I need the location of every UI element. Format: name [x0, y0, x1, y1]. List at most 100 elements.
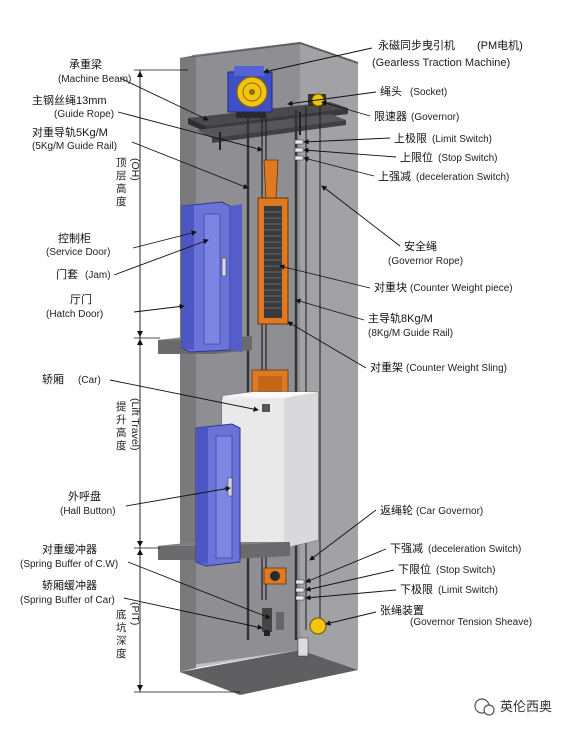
label-machine-beam-cn: 承重梁 — [69, 57, 102, 71]
label-traction-en: (Gearless Traction Machine) — [372, 57, 510, 69]
label-car-en: (Car) — [78, 375, 101, 386]
watermark-text: 英伦西奥 — [500, 699, 552, 714]
label-lower-stop-en: (Stop Switch) — [436, 565, 495, 576]
label-lower-limit-en: (Limit Switch) — [438, 585, 498, 596]
leader-upper-stop — [303, 147, 397, 158]
label-lower-decel-cn: 下强减 — [390, 542, 423, 555]
label-main-rail-en: (8Kg/M Guide Rail) — [368, 328, 453, 339]
label-main-rail-cn: 主导轨8Kg/M — [368, 311, 433, 325]
leader-traction — [263, 47, 373, 74]
label-tension-sheave-en: (Governor Tension Sheave) — [410, 617, 532, 628]
label-upper-decel-en: (deceleration Switch) — [416, 172, 509, 183]
label-guide-rope-cn: 主钢丝绳13mm — [32, 93, 107, 107]
shaft-left-frame — [180, 55, 196, 672]
leader-buffer-car — [123, 597, 263, 630]
label-buffer-car-cn: 轿厢缓冲器 — [42, 578, 97, 592]
label-socket-en: (Socket) — [410, 87, 447, 98]
leader-car-governor — [309, 509, 377, 561]
leader-lower-decel — [305, 548, 387, 583]
counterweight — [257, 159, 289, 325]
leader-cw-piece — [279, 264, 371, 289]
governor-tension-sheave — [297, 617, 327, 657]
label-upper-stop-en: (Stop Switch) — [438, 153, 497, 164]
traction-machine — [227, 66, 273, 118]
dimension-pit: 底坑深度 (PIT) — [116, 602, 141, 660]
dimension-oh: 顶层高度 (OH) — [116, 157, 141, 208]
label-buffer-car-en: (Spring Buffer of Car) — [20, 595, 115, 606]
watermark: 英伦西奥 — [474, 698, 552, 716]
leader-lower-stop — [305, 569, 395, 592]
label-socket-cn: 绳头 — [380, 84, 402, 98]
label-service-door-cn: 控制柜 — [58, 231, 91, 245]
label-upper-limit-cn: 上极限 — [394, 131, 427, 145]
label-upper-limit-en: (Limit Switch) — [432, 134, 492, 145]
car-bottom — [263, 567, 287, 585]
label-car-governor-en: (Car Governor) — [416, 506, 483, 517]
pit-floor — [180, 650, 358, 695]
shaft — [180, 42, 358, 695]
label-cw-rail-cn: 对重导轨5Kg/M — [32, 125, 108, 139]
leader-main-rail — [295, 298, 365, 321]
leader-upper-limit — [303, 137, 391, 145]
label-gov-rope-en: (Governor Rope) — [388, 256, 463, 267]
dim-lift-cn: 提升高度 — [116, 401, 128, 452]
label-lower-limit-cn: 下极限 — [400, 582, 433, 596]
label-jam-cn: 门套 — [56, 267, 78, 281]
label-hatch-door-en: (Hatch Door) — [46, 309, 103, 320]
label-hatch-door-cn: 厅门 — [70, 292, 92, 306]
label-hall-button-cn: 外呼盘 — [68, 489, 101, 503]
label-cw-piece-cn: 对重块 — [374, 280, 407, 294]
dim-pit-en: (PIT) — [129, 602, 141, 625]
shaft-right-wall — [300, 42, 358, 670]
leader-hall-button — [125, 486, 231, 507]
label-governor-en: (Governor) — [411, 112, 459, 123]
label-governor-cn: 限速器 — [374, 110, 407, 123]
label-cw-sling-cn: 对重架 — [370, 360, 403, 374]
label-upper-stop-cn: 上限位 — [400, 150, 433, 164]
leader-car — [109, 379, 259, 412]
label-cw-rail-en: (5Kg/M Guide Rail) — [32, 141, 117, 152]
label-gov-rope-cn: 安全绳 — [404, 239, 437, 253]
upper-hatch-door — [181, 201, 242, 353]
label-traction-cn: 永磁同步曳引机 — [378, 38, 455, 52]
label-car-governor-cn: 返绳轮 — [380, 503, 413, 517]
pit-buffers — [262, 608, 284, 636]
label-guide-rope-en: (Guide Rope) — [54, 109, 114, 120]
dim-lift-en: (Lift Travel) — [129, 398, 141, 451]
label-cw-sling-en: (Counter Weight Sling) — [406, 363, 507, 374]
label-upper-decel-cn: 上强减 — [378, 170, 411, 183]
leader-jam — [113, 239, 209, 276]
label-buffer-cw-en: (Spring Buffer of C.W) — [20, 559, 118, 570]
dimension-lift-travel: 提升高度 (Lift Travel) — [116, 398, 141, 452]
label-hall-button-en: (Hall Button) — [60, 506, 116, 517]
leader-upper-decel — [303, 156, 375, 177]
label-buffer-cw-cn: 对重缓冲器 — [42, 542, 97, 556]
leader-guide-rope — [117, 111, 263, 152]
label-tension-sheave-cn: 张绳装置 — [380, 603, 424, 617]
label-cw-piece-en: (Counter Weight piece) — [410, 283, 513, 294]
leader-buffer-cw — [127, 561, 271, 619]
label-jam-en: (Jam) — [85, 270, 111, 281]
label-machine-beam-en: (Machine Beam) — [58, 74, 131, 85]
label-traction-pm: (PM电机) — [477, 38, 523, 52]
leader-machine-beam — [119, 77, 209, 121]
leader-hatch-door — [133, 303, 185, 313]
label-lower-stop-cn: 下限位 — [398, 562, 431, 576]
dimension-lines — [134, 69, 240, 693]
leader-lower-limit — [305, 589, 397, 601]
leader-gov-rope — [321, 185, 401, 247]
lower-hatch-door — [195, 423, 241, 567]
leader-cw-sling — [287, 321, 367, 369]
leader-governor — [321, 100, 371, 117]
car — [221, 391, 319, 549]
machine-beam — [188, 102, 348, 150]
leader-service-door — [132, 230, 197, 249]
label-lower-decel-en: (deceleration Switch) — [428, 544, 521, 555]
leader-socket — [287, 91, 377, 107]
leader-tension-sheave — [325, 611, 377, 626]
label-car-cn: 轿厢 — [42, 372, 64, 386]
label-service-door-en: (Service Door) — [46, 247, 110, 258]
dim-oh-cn: 顶层高度 — [116, 157, 128, 208]
